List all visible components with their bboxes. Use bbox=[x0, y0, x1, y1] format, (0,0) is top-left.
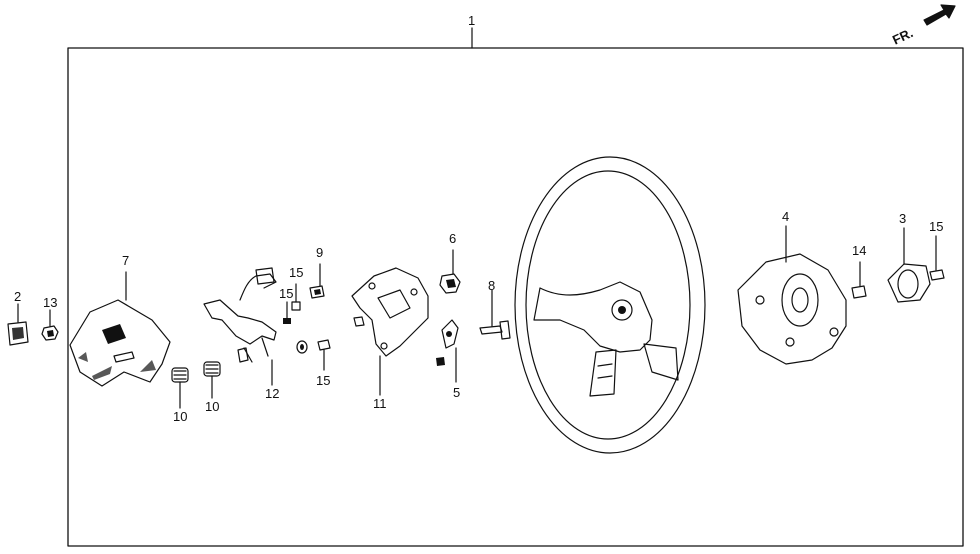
part-2-clip bbox=[7, 303, 29, 346]
callout-1: 1 bbox=[468, 13, 476, 28]
part-13-nut bbox=[41, 309, 59, 341]
callout-15-b: 15 bbox=[279, 286, 294, 301]
part-15-screw-a bbox=[291, 283, 301, 311]
part-4-cover bbox=[737, 225, 847, 365]
callout-10-a: 10 bbox=[173, 409, 188, 424]
arrow-forward-icon bbox=[923, 4, 956, 26]
part-15-screw-d bbox=[929, 235, 945, 281]
callout-9: 9 bbox=[316, 245, 324, 260]
part-11-nut bbox=[353, 316, 365, 327]
callout-13: 13 bbox=[43, 295, 58, 310]
part-15-screw-b bbox=[283, 301, 291, 324]
part-9-screw bbox=[309, 263, 325, 299]
steering-wheel bbox=[514, 156, 706, 454]
callout-6: 6 bbox=[449, 231, 457, 246]
callout-12: 12 bbox=[265, 386, 280, 401]
part-15-screw-c bbox=[317, 339, 331, 371]
callout-15-d: 15 bbox=[929, 219, 944, 234]
callout-10-b: 10 bbox=[205, 399, 220, 414]
callout-15-c: 15 bbox=[316, 373, 331, 388]
part-12-harness bbox=[203, 267, 277, 386]
part-8-bolt bbox=[479, 289, 511, 340]
callout-3: 3 bbox=[899, 211, 907, 226]
assembly-frame bbox=[67, 47, 964, 547]
part-11-plate bbox=[351, 267, 429, 396]
callout-8: 8 bbox=[488, 278, 496, 293]
callout-7: 7 bbox=[122, 253, 130, 268]
part-10-spring-a bbox=[171, 367, 189, 409]
part-10-spring-b bbox=[203, 361, 221, 399]
part-5-contact bbox=[436, 319, 459, 383]
callout-4: 4 bbox=[782, 209, 790, 224]
part-15-washer bbox=[296, 340, 308, 354]
part-6-nut bbox=[439, 249, 461, 294]
callout-2: 2 bbox=[14, 289, 22, 304]
callout-14: 14 bbox=[852, 243, 867, 258]
callout-11: 11 bbox=[373, 396, 387, 411]
part-3-ring bbox=[887, 227, 931, 303]
part-14-screw bbox=[851, 261, 867, 299]
part-7-horn-pad bbox=[69, 271, 171, 387]
callout-15-a: 15 bbox=[289, 265, 304, 280]
callout-5: 5 bbox=[453, 385, 461, 400]
